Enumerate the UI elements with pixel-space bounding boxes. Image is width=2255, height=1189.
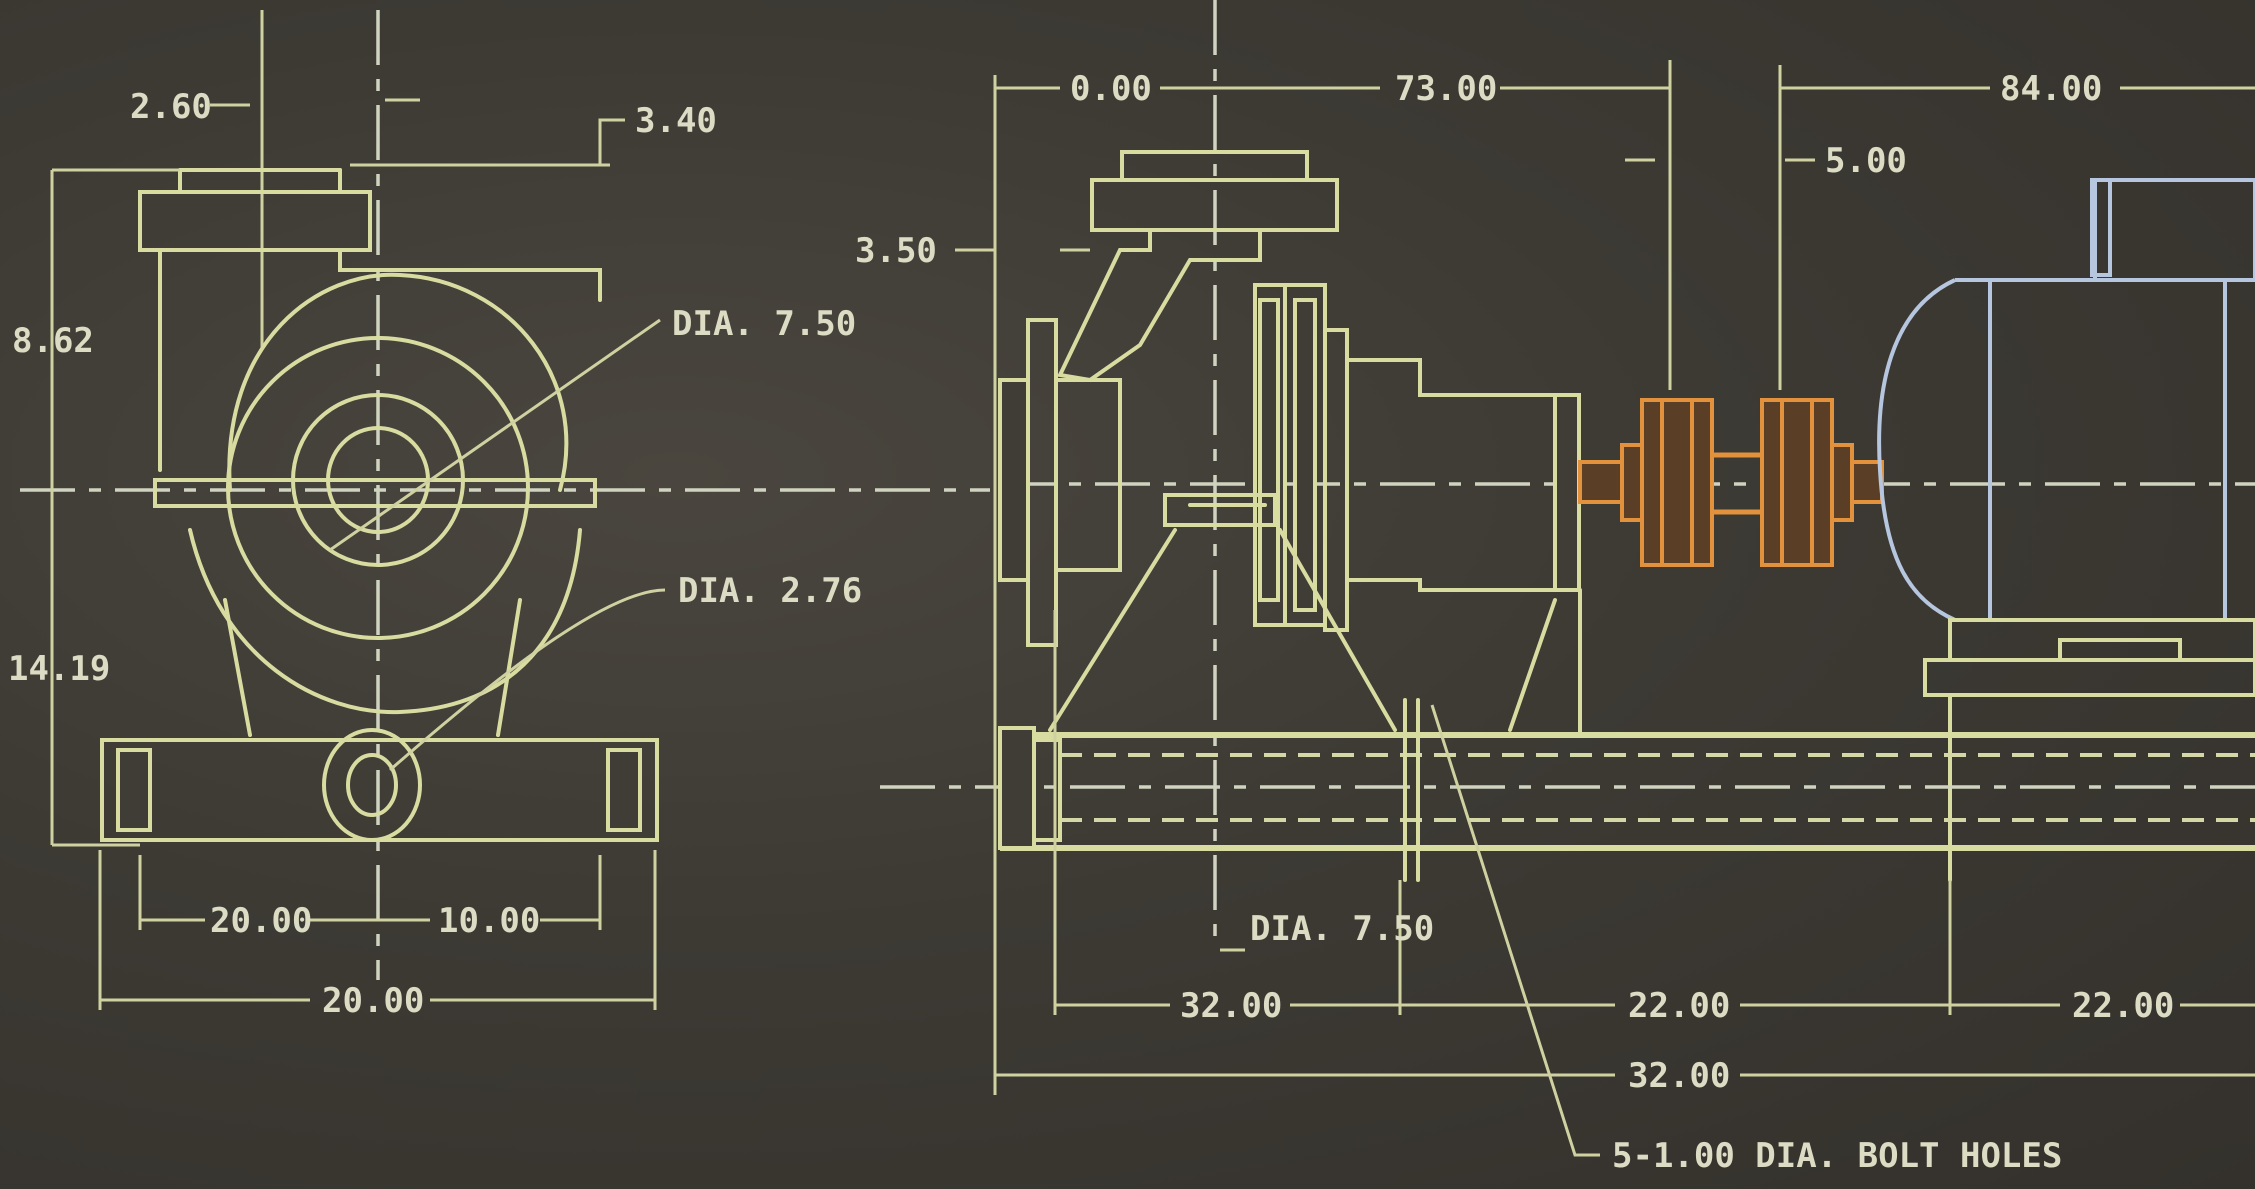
dim-base-c: 22.00 (2072, 986, 2174, 1026)
volute-casing-lower (188, 528, 582, 715)
dim-base-b: 22.00 (1628, 986, 1730, 1026)
motor-foot-block (2058, 638, 2182, 662)
dim-diam-large: DIA. 7.50 (672, 304, 856, 344)
support-leg (1278, 528, 1397, 732)
dim-half-right: 10.00 (438, 901, 540, 941)
bolt-holes-note: 5-1.00 DIA. BOLT HOLES (1612, 1136, 2062, 1176)
dim-flange: 3.50 (855, 231, 937, 271)
top-flange (138, 190, 372, 252)
leader-diam-large (329, 318, 661, 552)
casing-ring (226, 336, 530, 640)
support-leg (1048, 528, 1177, 732)
terminal-box (2093, 178, 2255, 282)
suction-port-inner (346, 753, 398, 817)
coupling-flange (1810, 398, 1834, 567)
coupling-hub (1830, 443, 1854, 522)
motor (1877, 178, 2255, 882)
discharge-nozzle (1057, 228, 1262, 383)
dim-gap-coupling: 5.00 (1825, 141, 1907, 181)
terminal-box-edge (2090, 178, 2112, 277)
suction-neck (1054, 378, 1122, 572)
baseplate (880, 698, 2255, 882)
suction-flange-outer (998, 378, 1030, 582)
coupling-flange (1690, 398, 1714, 567)
discharge-neck (158, 248, 602, 472)
foot-strut (223, 598, 252, 737)
dim-base-overall: 32.00 (1628, 1056, 1730, 1096)
side-view: 0.00 73.00 84.00 3.50 5.00 DIA. 7.50 32.… (855, 0, 2255, 1176)
dim-diam-bottom: DIA. 7.50 (1250, 909, 1434, 949)
dim-motor-length: 84.00 (2000, 69, 2102, 109)
dim-leader (598, 118, 625, 165)
motor-pad (1923, 658, 2255, 697)
dim-top-left: 2.60 (130, 87, 212, 127)
dim-base-a: 32.00 (1180, 986, 1282, 1026)
coupling-flange (1780, 398, 1814, 567)
dim-upper-height: 8.62 (12, 321, 94, 361)
coupling-flange (1660, 398, 1694, 567)
foot-strut (496, 598, 522, 737)
split-flange (153, 478, 597, 508)
base-bolt-pad (116, 748, 152, 832)
pump-shaft (1578, 460, 1627, 504)
casing-plate (1323, 328, 1349, 632)
base-end-block (998, 726, 1036, 850)
bearing-frame (1345, 358, 1562, 592)
coupling-flange (1760, 398, 1784, 567)
leader-diam-small (389, 588, 666, 772)
suction-port (322, 728, 422, 842)
dim-offset: 0.00 (1070, 69, 1152, 109)
coupling-flange (1640, 398, 1664, 567)
dim-half-left: 20.00 (210, 901, 312, 941)
coupling-hub (1620, 443, 1644, 522)
seal-block (1163, 493, 1277, 527)
dim-top-right: 3.40 (635, 101, 717, 141)
volute-casing (227, 272, 569, 492)
motor-shaft (1850, 460, 1884, 504)
dim-diam-small: DIA. 2.76 (678, 571, 862, 611)
bearing-end (1553, 393, 1581, 592)
dim-pump-length: 73.00 (1395, 69, 1497, 109)
leader-bolt-holes (1430, 704, 1600, 1157)
suction-flange (1026, 318, 1058, 647)
casing-rib (1293, 298, 1317, 612)
end-view: 2.60 3.40 8.62 14.19 DIA. 7.50 DIA. 2.76… (8, 10, 990, 1021)
coupling (1620, 398, 1884, 567)
base-bolt-pad (606, 748, 642, 832)
discharge-flange-top (1120, 150, 1309, 182)
support-leg (1508, 598, 1557, 732)
base-end-plate (1032, 738, 1062, 842)
dim-overall-width: 20.00 (322, 981, 424, 1021)
dim-lower-height: 14.19 (8, 649, 110, 689)
casing-rib (1258, 298, 1280, 602)
motor-end-bell (1877, 278, 1956, 622)
